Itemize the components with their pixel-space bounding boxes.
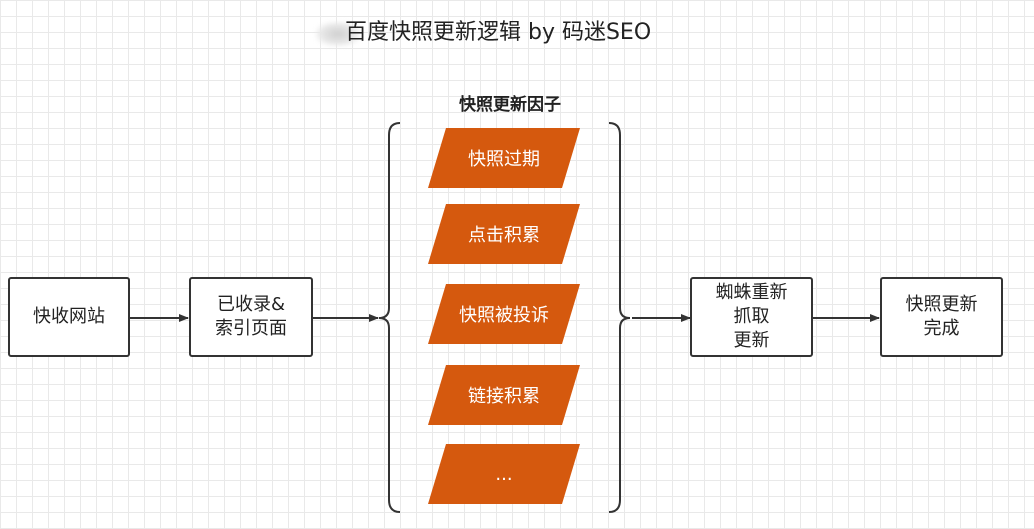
factor-item: 链接积累 <box>428 365 580 425</box>
factor-item: 快照过期 <box>428 128 580 188</box>
factor-shape <box>428 128 580 188</box>
factor-shape <box>428 365 580 425</box>
factor-item: 点击积累 <box>428 204 580 264</box>
box-done-label: 快照更新 完成 <box>905 294 978 339</box>
factors-heading: 快照更新因子 <box>459 95 561 115</box>
box-spider-label: 蜘蛛重新 抓取 更新 <box>715 282 788 351</box>
box-spider: 蜘蛛重新 抓取 更新 <box>690 277 813 357</box>
blurred-title-prefix <box>316 22 360 46</box>
diagram-title: 百度快照更新逻辑 by 码迷SEO <box>345 20 652 45</box>
factor-label: 快照过期 <box>468 149 540 170</box>
left-brace <box>378 122 401 513</box>
factor-shape <box>428 204 580 264</box>
factor-label: ... <box>495 463 513 485</box>
box-site: 快收网站 <box>8 277 130 357</box>
right-brace <box>608 122 631 513</box>
factor-shape <box>428 444 580 504</box>
box-indexed-label: 已收录& 索引页面 <box>215 294 287 339</box>
factor-item: 快照被投诉 <box>428 284 580 344</box>
factor-label: 快照被投诉 <box>459 305 549 326</box>
factor-shape <box>428 284 580 344</box>
box-indexed: 已收录& 索引页面 <box>189 277 313 357</box>
box-done: 快照更新 完成 <box>880 277 1003 357</box>
factor-item: ... <box>428 444 580 504</box>
factor-label: 链接积累 <box>468 386 540 407</box>
box-site-label: 快收网站 <box>33 306 105 327</box>
factor-label: 点击积累 <box>468 225 540 246</box>
